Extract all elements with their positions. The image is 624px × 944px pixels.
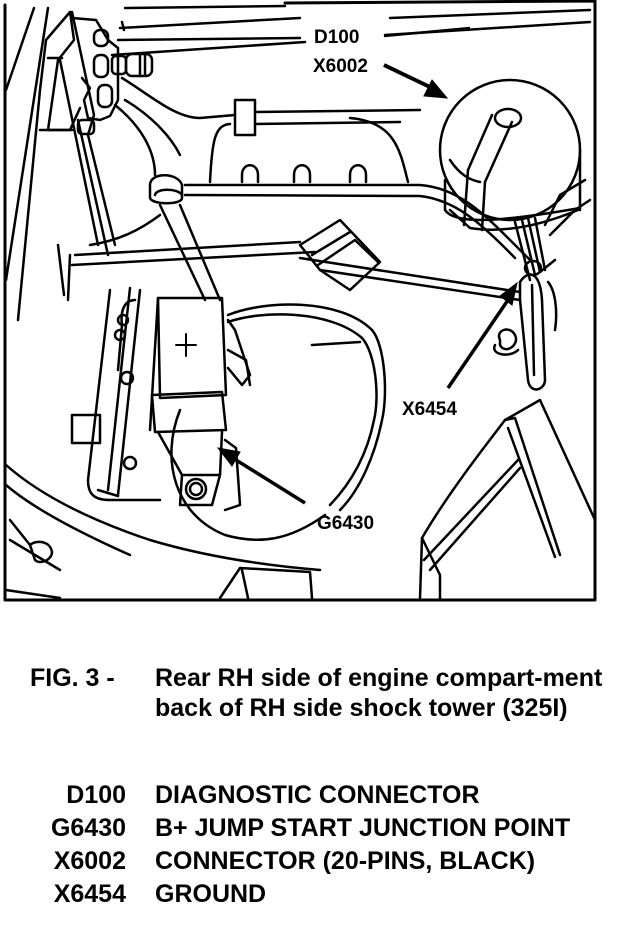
legend-description: B+ JUMP START JUNCTION POINT [155, 814, 571, 842]
hose-clamp [233, 98, 257, 137]
callout-x6454: X6454 [402, 399, 457, 420]
x6002-arrow-head [423, 79, 449, 99]
legend-description: GROUND [155, 880, 267, 908]
legend-code: X6454 [53, 880, 126, 908]
shock-tower-panel [418, 398, 597, 600]
legend-description: DIAGNOSTIC CONNECTOR [155, 781, 480, 809]
connector-cluster [70, 16, 154, 136]
figure-border [3, 0, 597, 602]
figure-number: FIG. 3 - [30, 664, 115, 692]
callout-d100: D100 [314, 27, 359, 48]
figure-caption-text: Rear RH side of engine compart-ment back… [155, 664, 603, 722]
callout-x6002: X6002 [313, 56, 368, 77]
engine-compartment-illustration: D100 X6002 X6454 G6430 [3, 0, 597, 602]
d100-leader-line [383, 26, 471, 38]
g6430-arrow [235, 458, 306, 505]
callout-arrows [216, 26, 518, 505]
component-legend: D100 DIAGNOSTIC CONNECTOR G6430 B+ JUMP … [0, 780, 624, 912]
g6430-arrow-head [216, 447, 241, 467]
cross-brace [70, 183, 532, 302]
tray-bumps [240, 164, 368, 184]
x6002-arrow [383, 63, 433, 90]
lower-left-fender [4, 463, 322, 600]
legend-row: X6454 GROUND [0, 879, 624, 909]
x6002-connector-housing [438, 78, 582, 232]
left-fender-structure [4, 6, 117, 322]
callout-g6430: G6430 [317, 513, 374, 534]
battery-plus-symbol [175, 333, 197, 357]
legend-row: X6002 CONNECTOR (20-PINS, BLACK) [0, 846, 624, 876]
mounting-tray [70, 286, 162, 502]
legend-row: D100 DIAGNOSTIC CONNECTOR [0, 780, 624, 810]
strut-opening [170, 303, 387, 541]
legend-code: D100 [66, 781, 126, 809]
legend-code: G6430 [50, 814, 126, 842]
battery-junction-box [148, 296, 252, 512]
legend-description: CONNECTOR (20-PINS, BLACK) [155, 847, 536, 875]
strut-bar [88, 174, 222, 302]
shock-tower-support [493, 258, 558, 391]
legend-row: G6430 B+ JUMP START JUNCTION POINT [0, 813, 624, 843]
x6454-arrow [446, 299, 510, 389]
legend-code: X6002 [53, 847, 126, 875]
hoses [113, 76, 422, 184]
x6454-arrow-head [499, 281, 518, 306]
